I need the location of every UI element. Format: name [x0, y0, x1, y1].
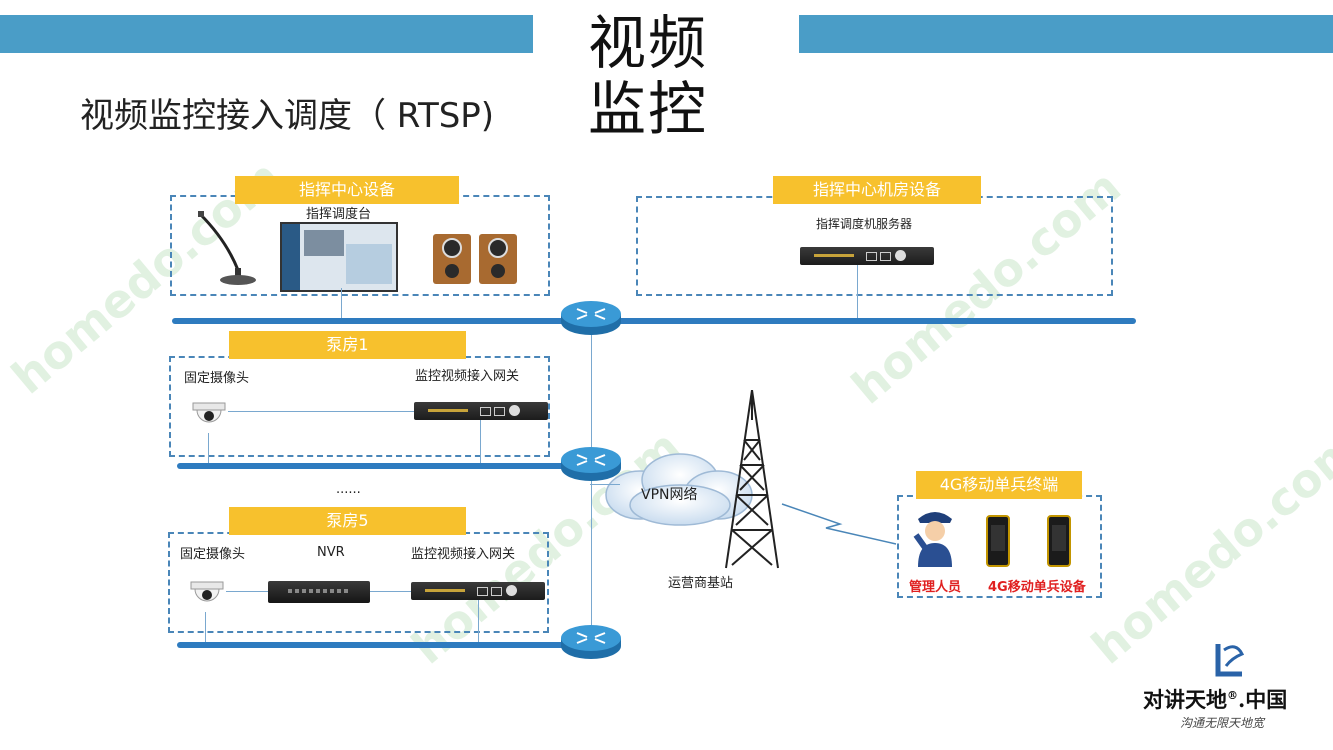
title-line-2: 监控: [588, 75, 709, 143]
microphone-icon: [198, 211, 256, 285]
manager-caption: 管理人员: [909, 580, 962, 595]
link: [591, 330, 592, 640]
pump5-label: 泵房5: [229, 507, 466, 535]
fixed-camera-caption: 固定摄像头: [184, 371, 250, 386]
link: [370, 591, 411, 592]
pump1-bus: [177, 463, 590, 469]
brand-slogan: 沟通无限天地宽: [1180, 716, 1265, 730]
link: [208, 433, 209, 463]
vpn-caption: VPN网络: [641, 487, 698, 503]
link: [590, 484, 620, 485]
pump5-bus: [177, 642, 590, 648]
mobile-device-caption: 4G移动单兵设备: [988, 580, 1086, 595]
rugged-phone-icon: [986, 515, 1010, 567]
link: [228, 411, 414, 412]
link: [857, 265, 858, 318]
fixed-camera-caption: 固定摄像头: [180, 547, 246, 562]
link: [478, 600, 479, 642]
dome-camera-icon: [192, 402, 226, 423]
page-title: 视频 监控: [588, 10, 708, 142]
link: [341, 288, 342, 318]
pump1-label: 泵房1: [229, 331, 466, 359]
top-bar-right: [799, 15, 1333, 53]
top-bus: [172, 318, 1136, 324]
command-center-label: 指挥中心设备: [235, 176, 459, 204]
wireless-link-icon: [781, 503, 897, 545]
subtitle: 视频监控接入调度（ RTSP): [80, 96, 495, 136]
gateway-caption: 监控视频接入网关: [411, 547, 516, 562]
base-station-caption: 运营商基站: [668, 576, 734, 591]
gateway-device-icon: [414, 402, 548, 420]
police-officer-icon: [913, 512, 952, 567]
brand-name-text: 对讲天地: [1143, 687, 1227, 712]
server-caption: 指挥调度机服务器: [816, 217, 913, 231]
server-device-icon: [800, 247, 934, 265]
gateway-caption: 监控视频接入网关: [415, 369, 520, 384]
title-line-1: 视频: [588, 9, 709, 77]
dome-camera-icon: [190, 581, 224, 602]
speaker-icon: [479, 234, 517, 284]
mobile-terminal-label: 4G移动单兵终端: [916, 471, 1082, 499]
brand-name: 对讲天地®.中国: [1143, 684, 1287, 714]
link: [205, 612, 206, 642]
brand-logo-icon: [1215, 644, 1245, 677]
console-caption: 指挥调度台: [306, 207, 372, 222]
speaker-icon: [433, 234, 471, 284]
router-icon: [561, 301, 621, 335]
gateway-device-icon: [411, 582, 545, 600]
nvr-caption: NVR: [317, 545, 345, 560]
link: [480, 420, 481, 463]
brand-suffix: .中国: [1238, 687, 1288, 712]
link: [226, 591, 268, 592]
nvr-device-icon: [268, 581, 370, 603]
base-station-tower-icon: [725, 390, 779, 569]
rugged-phone-icon: [1047, 515, 1071, 567]
watermark: homedo.com: [1081, 419, 1333, 675]
server-room-box: [636, 196, 1113, 296]
ellipsis: ......: [336, 482, 361, 497]
cloud-icon: [605, 453, 753, 526]
router-icon: [561, 625, 621, 659]
registered-mark: ®: [1227, 689, 1238, 702]
top-bar-left: [0, 15, 533, 53]
server-room-label: 指挥中心机房设备: [773, 176, 981, 204]
console-screen-icon: [280, 222, 398, 292]
router-icon: [561, 447, 621, 481]
